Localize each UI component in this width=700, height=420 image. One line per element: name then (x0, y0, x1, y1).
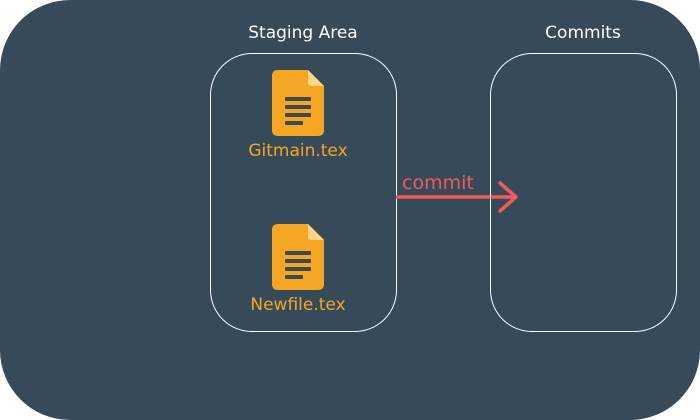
file-label: Gitmain.tex (248, 141, 348, 161)
file-item-gitmain: Gitmain.tex (218, 70, 378, 161)
commit-label: commit (402, 172, 474, 194)
commits-panel (490, 53, 677, 332)
file-item-newfile: Newfile.tex (218, 224, 378, 315)
file-label: Newfile.tex (250, 295, 346, 315)
staging-area-title: Staging Area (248, 23, 358, 43)
staging-area-panel (210, 53, 397, 332)
commit-arrow (396, 181, 518, 213)
commits-title: Commits (545, 23, 621, 43)
document-icon (272, 224, 324, 290)
document-icon (272, 70, 324, 136)
